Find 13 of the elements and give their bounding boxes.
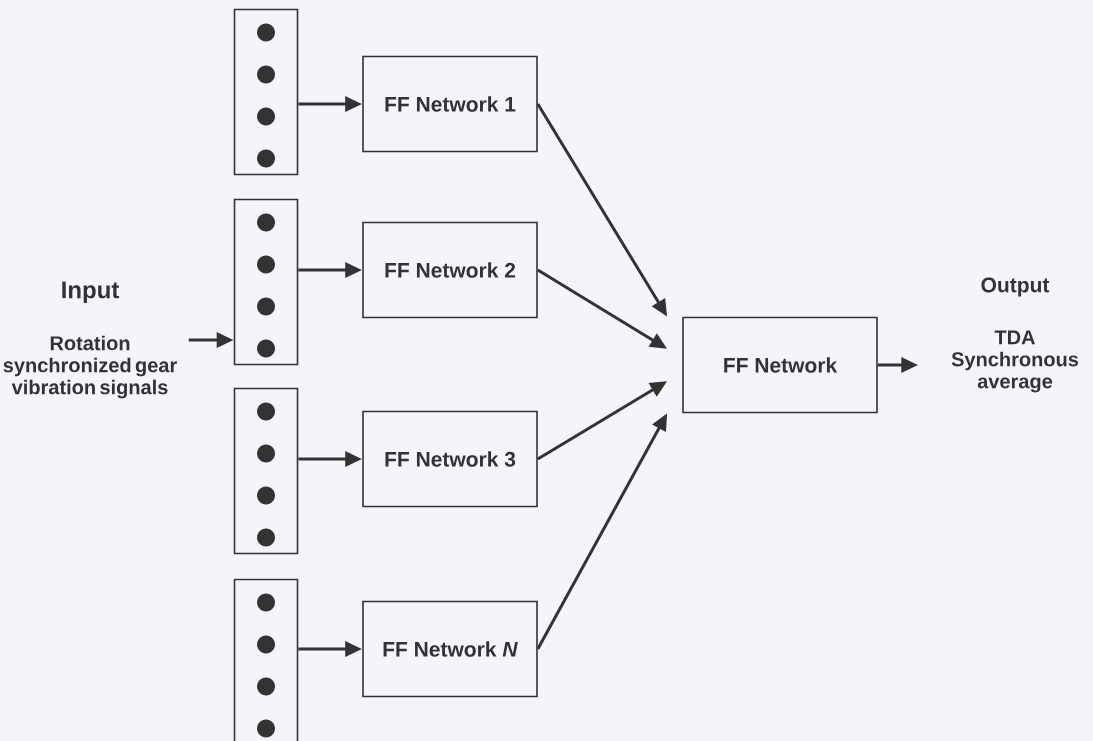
neuron-column [233,8,299,176]
network-box: FF Network 2 [362,221,538,319]
network-box: FF Network 3 [362,410,538,508]
network-box: FF Network 1 [362,55,538,153]
neuron-column [233,387,299,555]
heading: Output [981,277,1050,297]
neuron-column [233,578,299,741]
network-box: FF Network N [362,600,538,698]
neuron-column [233,198,299,366]
network-box: FF Network [682,316,878,414]
heading: Input [62,281,120,304]
description-text: Rotation synchronized gear vibration signals [3,335,177,399]
description-text: TDA Synchronous average [951,330,1079,393]
